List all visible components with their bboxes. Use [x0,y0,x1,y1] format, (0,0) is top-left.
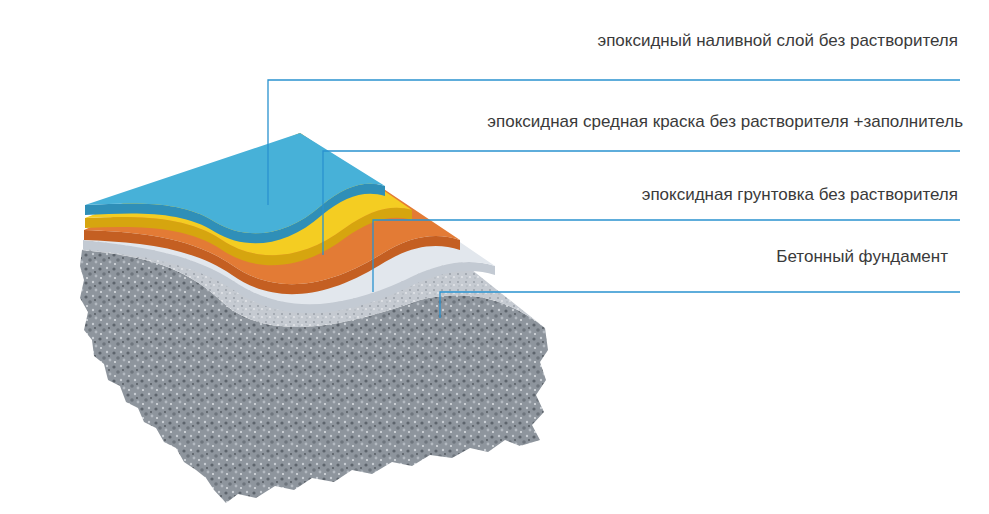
leader-line [373,220,960,292]
middle-coat-layer [84,133,460,284]
leader-line [440,292,960,318]
leader-line [323,151,960,255]
self-leveling-layer [85,133,385,233]
primer-layer [83,133,495,304]
callout-label: эпоксидная средная краска без растворите… [487,112,963,132]
callout-label: Бетонный фундамент [776,247,948,267]
callout-label: эпоксидная грунтовка без растворителя [642,185,958,205]
concrete-top [82,133,545,328]
callout-label: эпоксидный наливной слой без растворител… [597,31,958,51]
leader-line [268,80,960,205]
